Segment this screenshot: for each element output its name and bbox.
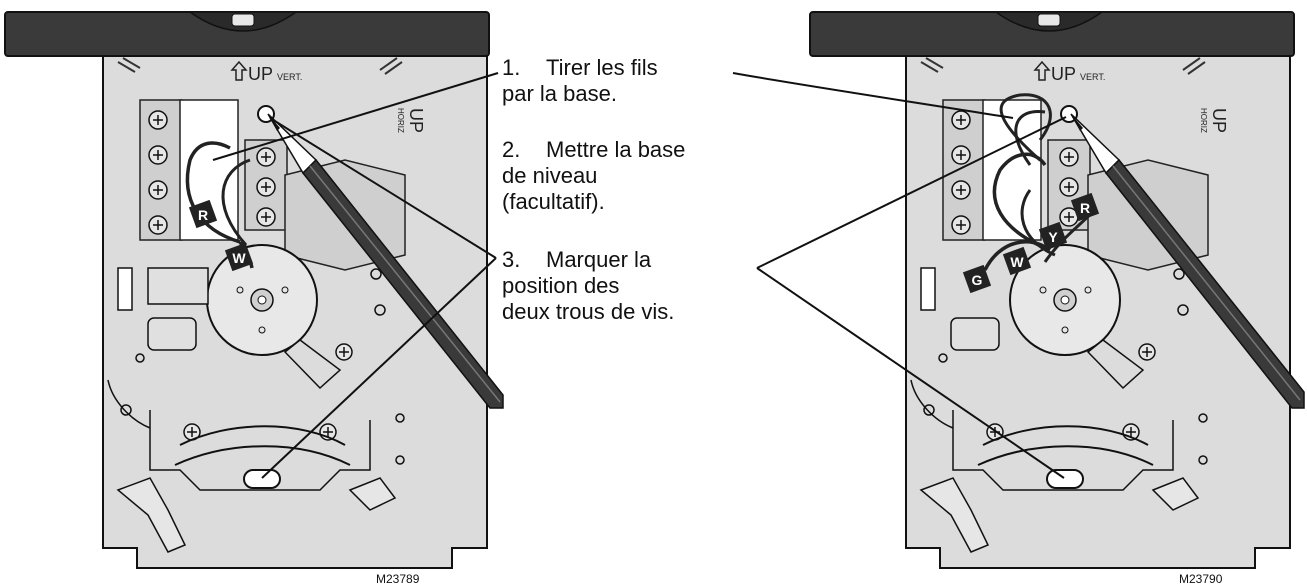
step-3-line2: position des xyxy=(502,273,620,298)
leader-step3-left-bottom xyxy=(261,257,497,479)
leader-step1-right xyxy=(732,72,1014,119)
svg-text:R: R xyxy=(198,207,208,223)
right-dial xyxy=(1009,244,1145,390)
left-pencil xyxy=(267,113,504,409)
svg-text:W: W xyxy=(1010,254,1024,270)
right-wire-tag-y: Y xyxy=(1038,221,1068,251)
left-mounting-hole-bottom xyxy=(243,469,281,489)
right-wires xyxy=(983,93,1097,271)
right-wire-tag-g: G xyxy=(962,264,992,294)
right-terminal-block xyxy=(942,99,1091,241)
left-wire-tag-r: R xyxy=(188,199,218,229)
left-dial xyxy=(206,244,342,390)
step-3: 3. Marquer la position des deux trous de … xyxy=(502,247,674,325)
right-up-vert-label: UP VERT. xyxy=(1033,60,1105,84)
left-figure-code: M23789 xyxy=(376,572,420,586)
leader-step3-right-bottom xyxy=(756,267,1065,479)
left-up-horiz-label: UP HORIZ xyxy=(396,108,426,133)
svg-text:UP: UP xyxy=(1209,108,1229,133)
step-1-line1: Tirer les fils xyxy=(546,55,658,80)
right-wire-tag-r: R xyxy=(1070,192,1100,222)
step-1: 1. Tirer les fils par la base. xyxy=(502,55,658,107)
svg-text:VERT.: VERT. xyxy=(1080,72,1105,82)
left-wire-tag-w: W xyxy=(224,242,254,272)
step-1-number: 1. xyxy=(502,55,521,80)
svg-text:UP: UP xyxy=(248,64,273,84)
leader-step3-right-top xyxy=(756,116,1067,269)
right-mounting-hole-bottom xyxy=(1046,469,1084,489)
svg-text:UP: UP xyxy=(406,108,426,133)
step-3-number: 3. xyxy=(502,247,521,272)
step-1-line2: par la base. xyxy=(502,81,617,106)
left-figure: UP VERT. UP HORIZ xyxy=(4,11,504,586)
leader-step1-left xyxy=(212,72,499,161)
callout-lines xyxy=(212,72,1067,479)
svg-text:VERT.: VERT. xyxy=(277,72,302,82)
right-figure-code: M23790 xyxy=(1179,572,1223,586)
svg-text:R: R xyxy=(1080,200,1090,216)
step-2: 2. Mettre la base de niveau (facultatif). xyxy=(502,137,685,215)
left-up-vert-label: UP VERT. xyxy=(230,60,302,84)
svg-text:HORIZ: HORIZ xyxy=(396,108,405,133)
svg-text:W: W xyxy=(232,250,246,266)
svg-text:Y: Y xyxy=(1048,229,1058,245)
step-2-line2: de niveau xyxy=(502,163,598,188)
step-3-line3: deux trous de vis. xyxy=(502,299,675,324)
right-up-horiz-label: UP HORIZ xyxy=(1199,108,1229,133)
step-3-line1: Marquer la xyxy=(546,247,652,272)
right-wire-tag-w: W xyxy=(1002,246,1032,276)
right-pencil xyxy=(1070,113,1305,409)
left-level-bar xyxy=(4,11,490,57)
svg-text:G: G xyxy=(972,272,983,288)
right-level-bar xyxy=(809,11,1295,57)
step-2-line1: Mettre la base xyxy=(546,137,686,162)
leader-step3-left-top xyxy=(269,117,497,259)
svg-text:HORIZ: HORIZ xyxy=(1199,108,1208,133)
svg-text:UP: UP xyxy=(1051,64,1076,84)
step-2-number: 2. xyxy=(502,137,521,162)
step-2-line3: (facultatif). xyxy=(502,189,605,214)
